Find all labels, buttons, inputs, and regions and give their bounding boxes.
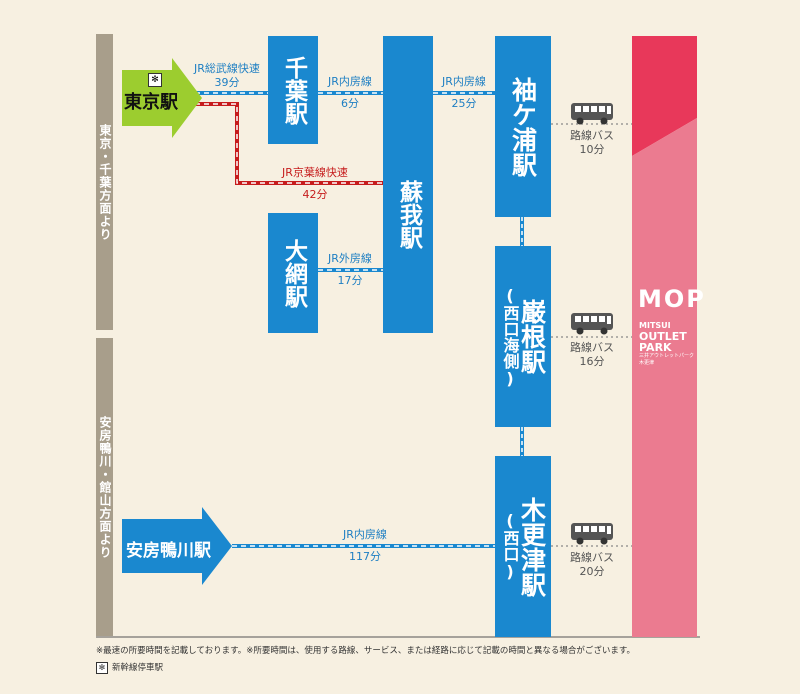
outlet-box <box>632 36 697 156</box>
footnote-times: ※最速の所要時間を記載しております。※所要時間は、使用する路線、サービス、または… <box>96 646 636 656</box>
side-label-awa: 安房鴨川・館山方面より <box>96 338 113 636</box>
awa-arrow <box>122 507 232 585</box>
outlet-logo-mark: MOP <box>638 285 706 313</box>
tokyo-shinkansen-mark: ✻ <box>148 73 162 87</box>
iwane-station[interactable]: 巌根駅 (西口海側) <box>495 246 551 427</box>
chiba-station[interactable]: 千葉駅 <box>268 36 318 144</box>
outlet-name: MITSUI OUTLET PARK 三井アウトレットパーク 木更津 <box>639 321 695 366</box>
iwane-exit: (西口海側) <box>500 285 520 388</box>
oami-station[interactable]: 大網駅 <box>268 213 318 333</box>
tokyo-arrow <box>122 58 202 138</box>
shinkansen-mark: ✻ <box>96 661 108 674</box>
bus-icon <box>571 103 613 125</box>
kisarazu-exit: (西口) <box>500 511 520 581</box>
kisarazu-station[interactable]: 木更津駅 (西口) <box>495 456 551 637</box>
bus-icon <box>571 313 613 335</box>
awa-station[interactable]: 安房鴨川駅 <box>126 541 211 561</box>
side-label-tokyo: 東京・千葉方面より <box>96 34 113 330</box>
bus-icon <box>571 523 613 545</box>
sodegaura-station[interactable]: 袖ケ浦駅 <box>495 36 551 217</box>
soga-station[interactable]: 蘇我駅 <box>383 36 433 333</box>
footnote-shinkansen: ✻新幹線停車駅 <box>96 661 163 674</box>
outlet-logo: MOP <box>638 285 704 313</box>
tokyo-station[interactable]: 東京駅 <box>124 92 178 113</box>
